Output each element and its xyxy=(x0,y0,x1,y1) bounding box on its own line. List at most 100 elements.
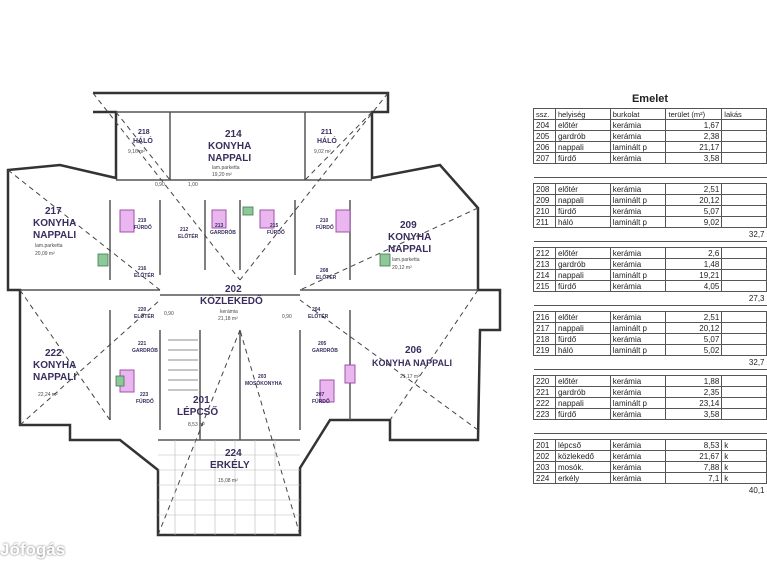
table-cell: k xyxy=(721,461,767,473)
subtotal-cell xyxy=(666,292,722,306)
balcony-grid xyxy=(158,440,300,535)
table-cell: 2,51 xyxy=(665,311,723,323)
subtotal-cell xyxy=(555,484,610,498)
table-cell: előtér xyxy=(554,311,611,323)
svg-text:lam.parketta: lam.parketta xyxy=(212,165,240,171)
room-222-label: 222 KONYHA NAPPALI 22,24 m² xyxy=(33,348,76,398)
svg-text:ERKÉLY: ERKÉLY xyxy=(210,458,250,471)
table-cell: kerámia xyxy=(609,450,667,462)
table-cell: laminált p xyxy=(609,141,667,153)
room-214-label: 214 KONYHA NAPPALI lam.parketta 19,20 m² xyxy=(208,129,251,178)
table-cell: 7,88 xyxy=(665,461,723,473)
table-cell: fürdő xyxy=(554,333,611,345)
table-cell: nappali xyxy=(554,269,611,281)
table-cell: nappali xyxy=(554,194,611,206)
table-cell: 8,53 xyxy=(665,439,723,451)
table-cell: laminált p xyxy=(609,397,667,409)
table-cell xyxy=(721,322,767,334)
table-subtotal-row: 32,7 xyxy=(534,356,767,370)
svg-text:208: 208 xyxy=(320,268,329,274)
svg-text:kerámia: kerámia xyxy=(220,309,238,315)
room-209-label: 209 KONYHA NAPPALI lam.parketta 20,12 m² xyxy=(388,220,431,271)
svg-text:1,00: 1,00 xyxy=(188,182,198,188)
table-cell: k xyxy=(721,450,767,462)
table-cell: kerámia xyxy=(609,247,667,259)
table-cell xyxy=(721,269,767,281)
table-cell: kerámia xyxy=(609,375,667,387)
table-cell: 219 xyxy=(533,344,556,356)
table-cell: 215 xyxy=(533,280,556,292)
table-cell xyxy=(721,258,767,270)
svg-text:FÜRDŐ: FÜRDŐ xyxy=(136,398,154,405)
bathroom-fixtures xyxy=(119,209,356,403)
small-room-labels: 219 FÜRDŐ 212 ELŐTÉR 213 GARDRÓB 215 FÜR… xyxy=(132,218,338,405)
room-211-label: 211 HÁLÓ 9,02 m² xyxy=(314,129,337,155)
fixtures-green xyxy=(97,206,391,387)
table-title: Emelet xyxy=(631,93,669,105)
subtotal-cell: 32,7 xyxy=(748,230,765,239)
svg-text:NAPPALI: NAPPALI xyxy=(208,153,251,164)
svg-text:216: 216 xyxy=(138,266,147,272)
table-cell: laminált p xyxy=(609,194,667,206)
svg-text:220: 220 xyxy=(138,307,147,313)
subtotal-cell xyxy=(666,484,722,498)
table-cell: 204 xyxy=(533,119,556,131)
table-cell xyxy=(721,311,767,323)
table-cell xyxy=(721,141,767,153)
subtotal-cell xyxy=(555,292,610,306)
svg-text:19,20 m²: 19,20 m² xyxy=(212,172,232,178)
svg-text:21,17 m²: 21,17 m² xyxy=(400,374,420,380)
table-cell: kerámia xyxy=(609,258,667,270)
building-outline xyxy=(6,91,502,537)
svg-text:LÉPCSŐ: LÉPCSŐ xyxy=(177,405,218,418)
table-cell: kerámia xyxy=(609,311,667,323)
table-cell: 205 xyxy=(533,130,556,142)
table-cell xyxy=(721,344,767,356)
table-cell: 222 xyxy=(533,397,556,409)
svg-text:GARDRÓB: GARDRÓB xyxy=(210,228,236,236)
table-subtotal-row: 32,7 xyxy=(534,228,767,242)
table-cell: 209 xyxy=(533,194,556,206)
table-cell: 1,67 xyxy=(665,119,723,131)
subtotal-cell xyxy=(666,420,722,434)
table-cell: kerámia xyxy=(609,130,667,142)
table-cell: 2,51 xyxy=(665,183,723,195)
header-helyiseg: helyiség xyxy=(554,108,611,120)
subtotal-cell xyxy=(722,420,767,434)
table-cell: k xyxy=(721,472,767,484)
svg-text:206: 206 xyxy=(405,345,422,356)
table-cell xyxy=(721,183,767,195)
svg-text:HÁLÓ: HÁLÓ xyxy=(133,136,153,145)
table-cell: 2,38 xyxy=(665,130,723,142)
svg-text:15,08 m²: 15,08 m² xyxy=(218,478,238,484)
table-cell: 3,58 xyxy=(665,408,723,420)
table-cell: 220 xyxy=(533,375,556,387)
svg-text:ELŐTÉR: ELŐTÉR xyxy=(134,271,155,279)
table-cell: előtér xyxy=(554,247,611,259)
room-201-label: 201 LÉPCSŐ 8,53 m² xyxy=(177,395,218,428)
table-cell: 23,14 xyxy=(665,397,723,409)
table-cell: lépcső xyxy=(554,439,611,451)
table-cell: 210 xyxy=(533,205,556,217)
table-subtotal-row xyxy=(534,420,767,434)
subtotal-cell xyxy=(722,164,767,178)
subtotal-cell xyxy=(534,484,556,498)
svg-text:221: 221 xyxy=(138,341,147,347)
table-cell: 2,35 xyxy=(665,386,723,398)
svg-text:203: 203 xyxy=(258,374,267,380)
svg-text:lam.parketta: lam.parketta xyxy=(392,257,420,263)
table-cell: 3,58 xyxy=(665,152,723,164)
svg-text:209: 209 xyxy=(400,220,417,231)
svg-text:224: 224 xyxy=(225,448,242,459)
table-cell: kerámia xyxy=(609,439,667,451)
